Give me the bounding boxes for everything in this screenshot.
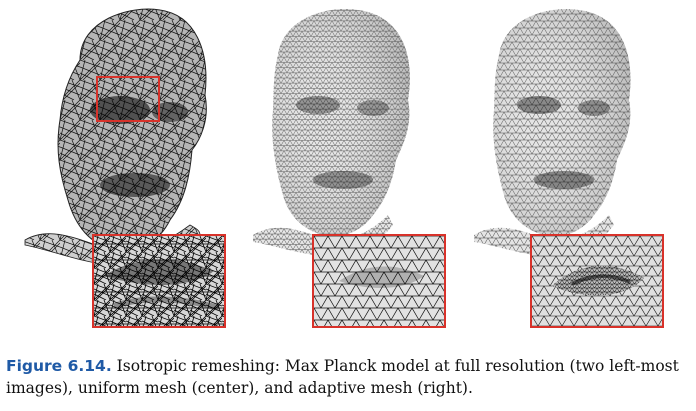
inset-full-resolution: [92, 234, 226, 328]
highlight-box: [96, 76, 160, 122]
head-uniform: [253, 8, 410, 257]
caption-text: Isotropic remeshing: Max Planck model at…: [6, 357, 679, 397]
inset-mesh-center: [314, 236, 444, 326]
inset-mesh-right: [532, 236, 662, 326]
figure: [24, 8, 664, 328]
figure-caption: Figure 6.14. Isotropic remeshing: Max Pl…: [6, 355, 690, 399]
figure-label: Figure 6.14.: [6, 357, 112, 375]
head-adaptive: [474, 8, 631, 257]
head-mesh-left: [57, 9, 207, 251]
inset-mesh-left: [94, 236, 224, 326]
inset-adaptive: [530, 234, 664, 328]
head-mesh-center: [272, 8, 410, 237]
inset-uniform: [312, 234, 446, 328]
